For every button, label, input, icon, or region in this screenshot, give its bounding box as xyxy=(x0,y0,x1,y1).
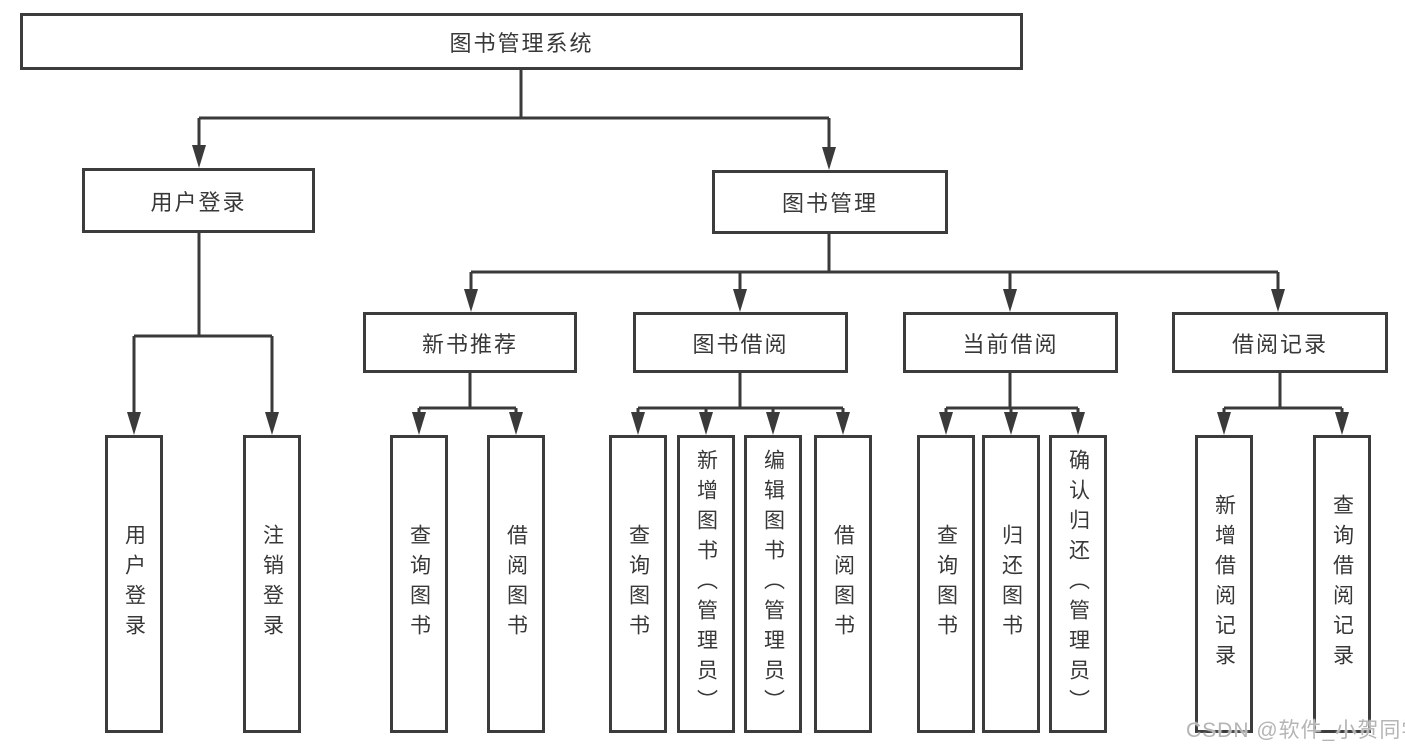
leaf-borrow-book-recommend: 借阅图书 xyxy=(487,435,545,733)
leaf-return-book: 归还图书 xyxy=(982,435,1040,733)
leaf-label: 查询图书 xyxy=(626,524,650,644)
leaf-edit-book-admin: 编辑图书（管理员） xyxy=(744,435,802,733)
node-user-login: 用户登录 xyxy=(82,168,315,233)
leaf-label: 查询借阅记录 xyxy=(1330,494,1354,674)
node-library-management-system: 图书管理系统 xyxy=(20,13,1023,70)
leaf-borrow-book-borrowing: 借阅图书 xyxy=(814,435,872,733)
leaf-query-book-borrowing: 查询图书 xyxy=(609,435,667,733)
node-borrowing-records: 借阅记录 xyxy=(1172,312,1388,373)
node-new-book-recommend: 新书推荐 xyxy=(363,312,577,373)
leaf-label: 归还图书 xyxy=(999,524,1023,644)
leaf-query-borrow-record: 查询借阅记录 xyxy=(1313,435,1371,733)
leaf-add-borrow-record: 新增借阅记录 xyxy=(1195,435,1253,733)
leaf-logout: 注销登录 xyxy=(243,435,301,733)
leaf-label: 新增图书（管理员） xyxy=(694,449,718,719)
leaf-query-book-recommend: 查询图书 xyxy=(390,435,448,733)
leaf-confirm-return-admin: 确认归还（管理员） xyxy=(1049,435,1107,733)
leaf-label: 用户登录 xyxy=(122,524,146,644)
node-book-borrowing: 图书借阅 xyxy=(633,312,848,373)
node-current-borrowing: 当前借阅 xyxy=(903,312,1118,373)
leaf-label: 编辑图书（管理员） xyxy=(761,449,785,719)
leaf-label: 确认归还（管理员） xyxy=(1066,449,1090,719)
node-book-management: 图书管理 xyxy=(712,170,948,234)
leaf-label: 借阅图书 xyxy=(504,524,528,644)
leaf-label: 注销登录 xyxy=(260,524,284,644)
leaf-label: 新增借阅记录 xyxy=(1212,494,1236,674)
leaf-query-book-current: 查询图书 xyxy=(917,435,975,733)
leaf-label: 借阅图书 xyxy=(831,524,855,644)
leaf-label: 查询图书 xyxy=(407,524,431,644)
leaf-add-book-admin: 新增图书（管理员） xyxy=(677,435,735,733)
leaf-label: 查询图书 xyxy=(934,524,958,644)
leaf-user-login: 用户登录 xyxy=(105,435,163,733)
csdn-watermark: CSDN @软件_小贺同学 xyxy=(1186,719,1405,742)
